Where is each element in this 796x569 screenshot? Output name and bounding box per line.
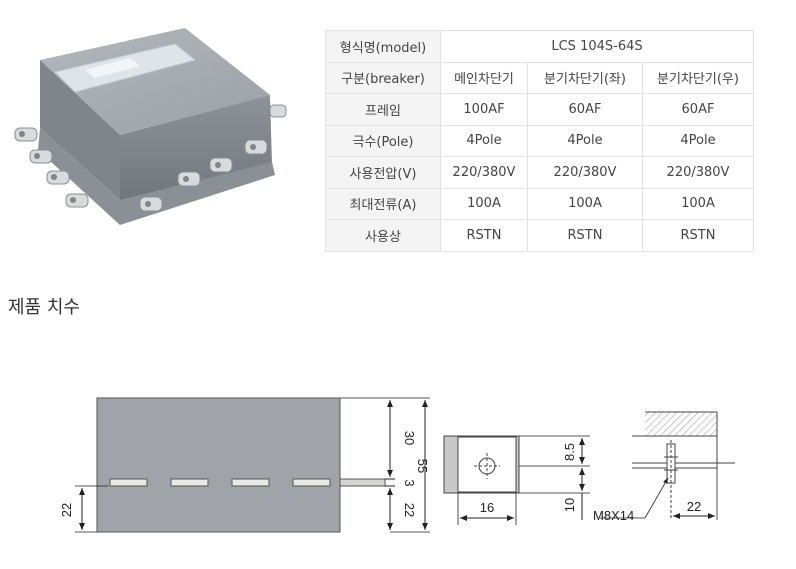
table-cell: 220/380V <box>440 156 528 189</box>
table-cell: 4Pole <box>527 124 643 157</box>
dim-55: 55 <box>415 459 430 473</box>
table-cell: 분기차단기(좌) <box>527 61 643 94</box>
spec-table: 형식명(model) LCS 104S-64S 구분(breaker) 메인차단… <box>325 30 754 252</box>
dim-16: 16 <box>480 500 494 515</box>
table-cell: 60AF <box>527 93 643 126</box>
table-cell: 100A <box>440 187 528 220</box>
voltage-label: 사용전압(V) <box>325 156 441 189</box>
table-row: 사용전압(V) 220/380V 220/380V 220/380V <box>325 156 754 189</box>
table-cell: RSTN <box>527 219 643 252</box>
section-title: 제품 치수 <box>8 297 80 318</box>
dim-22-side: 22 <box>687 499 701 514</box>
table-row: 최대전류(A) 100A 100A 100A <box>325 187 754 220</box>
table-cell: RSTN <box>440 219 528 252</box>
table-cell: 4Pole <box>440 124 528 157</box>
table-cell: RSTN <box>642 219 754 252</box>
dim-22-left: 22 <box>59 503 74 517</box>
dim-3: 3 <box>402 479 417 486</box>
table-cell: 4Pole <box>642 124 754 157</box>
pole-label: 극수(Pole) <box>325 124 441 157</box>
table-row: 극수(Pole) 4Pole 4Pole 4Pole <box>325 124 754 157</box>
table-cell: 100A <box>642 187 754 220</box>
table-row: 프레임 100AF 60AF 60AF <box>325 93 754 126</box>
model-label: 형식명(model) <box>325 30 441 63</box>
table-cell: 100A <box>527 187 643 220</box>
phase-label: 사용상 <box>325 219 441 252</box>
dim-10: 10 <box>562 498 577 512</box>
breaker-label: 구분(breaker) <box>325 61 441 94</box>
dim-30: 30 <box>402 431 417 445</box>
table-cell: 분기차단기(우) <box>642 61 754 94</box>
table-cell: 220/380V <box>642 156 754 189</box>
table-row: 구분(breaker) 메인차단기 분기차단기(좌) 분기차단기(우) <box>325 61 754 94</box>
table-cell: 메인차단기 <box>440 61 528 94</box>
table-row: 사용상 RSTN RSTN RSTN <box>325 219 754 252</box>
table-cell: 100AF <box>440 93 528 126</box>
table-cell: 60AF <box>642 93 754 126</box>
product-photo <box>14 28 287 225</box>
current-label: 최대전류(A) <box>325 187 441 220</box>
dim-22-right: 22 <box>402 503 417 517</box>
table-row: 형식명(model) LCS 104S-64S <box>325 30 754 63</box>
model-value: LCS 104S-64S <box>440 30 754 63</box>
dimension-drawing: 30 3 22 55 22 16 8.5 10 22 M8X14 <box>59 397 735 533</box>
bolt-label: M8X14 <box>593 508 634 523</box>
dim-8-5: 8.5 <box>562 443 577 461</box>
table-cell: 220/380V <box>527 156 643 189</box>
frame-label: 프레임 <box>325 93 441 126</box>
